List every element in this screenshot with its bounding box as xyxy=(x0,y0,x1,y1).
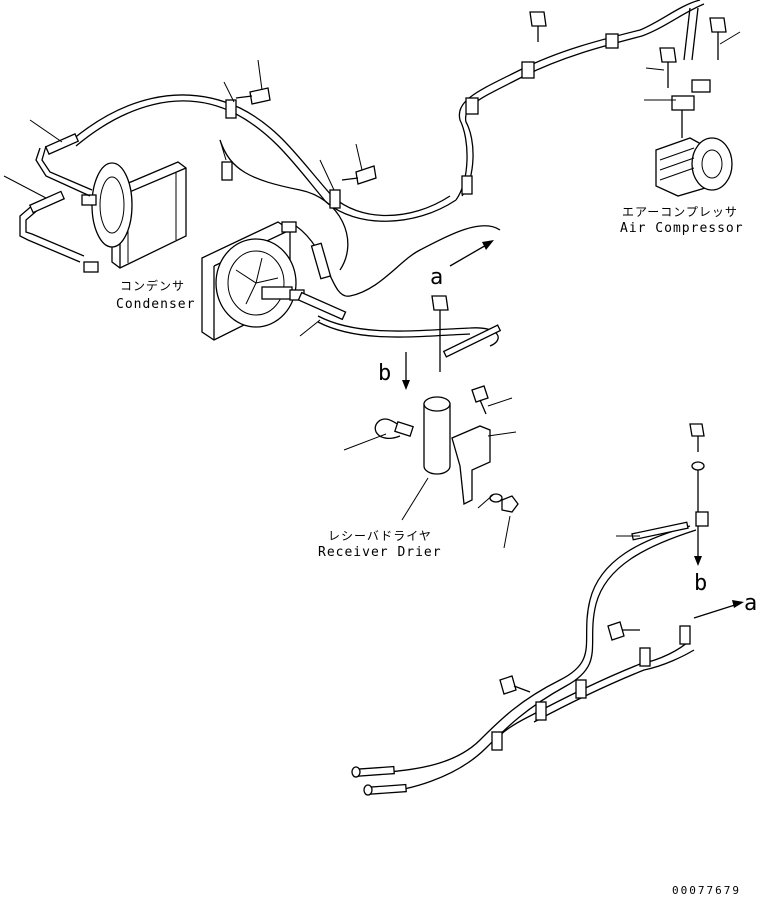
condenser-label-jp: コンデンサ xyxy=(120,278,185,293)
receiver-label-jp: レシーバドライヤ xyxy=(328,529,432,543)
callout-a-upper: a xyxy=(430,265,443,290)
compressor-label-en: Air Compressor xyxy=(620,221,744,236)
hose-fittings xyxy=(28,132,502,358)
condenser-label-en: Condenser xyxy=(116,297,195,312)
hoses-lower xyxy=(351,511,709,796)
bolts-lower xyxy=(499,423,705,695)
receiver-label-en: Receiver Drier xyxy=(318,545,442,560)
leader-lines xyxy=(3,31,741,549)
drawing-number: 00077679 xyxy=(672,884,741,897)
clamps-upper xyxy=(221,33,619,209)
callout-b-upper: b xyxy=(378,361,391,386)
bolts-drier xyxy=(471,385,489,415)
compressor-label-jp: エアーコンプレッサ xyxy=(622,205,738,219)
receiver-drier xyxy=(374,396,519,513)
clamps-lower xyxy=(491,625,691,751)
air-compressor xyxy=(655,79,733,197)
callout-a-lower: a xyxy=(744,591,757,616)
condenser-left xyxy=(81,161,187,273)
bolts-upper xyxy=(235,11,727,372)
flow-arrows xyxy=(402,240,744,619)
condenser-center xyxy=(201,221,305,341)
callout-b-lower: b xyxy=(694,571,707,596)
